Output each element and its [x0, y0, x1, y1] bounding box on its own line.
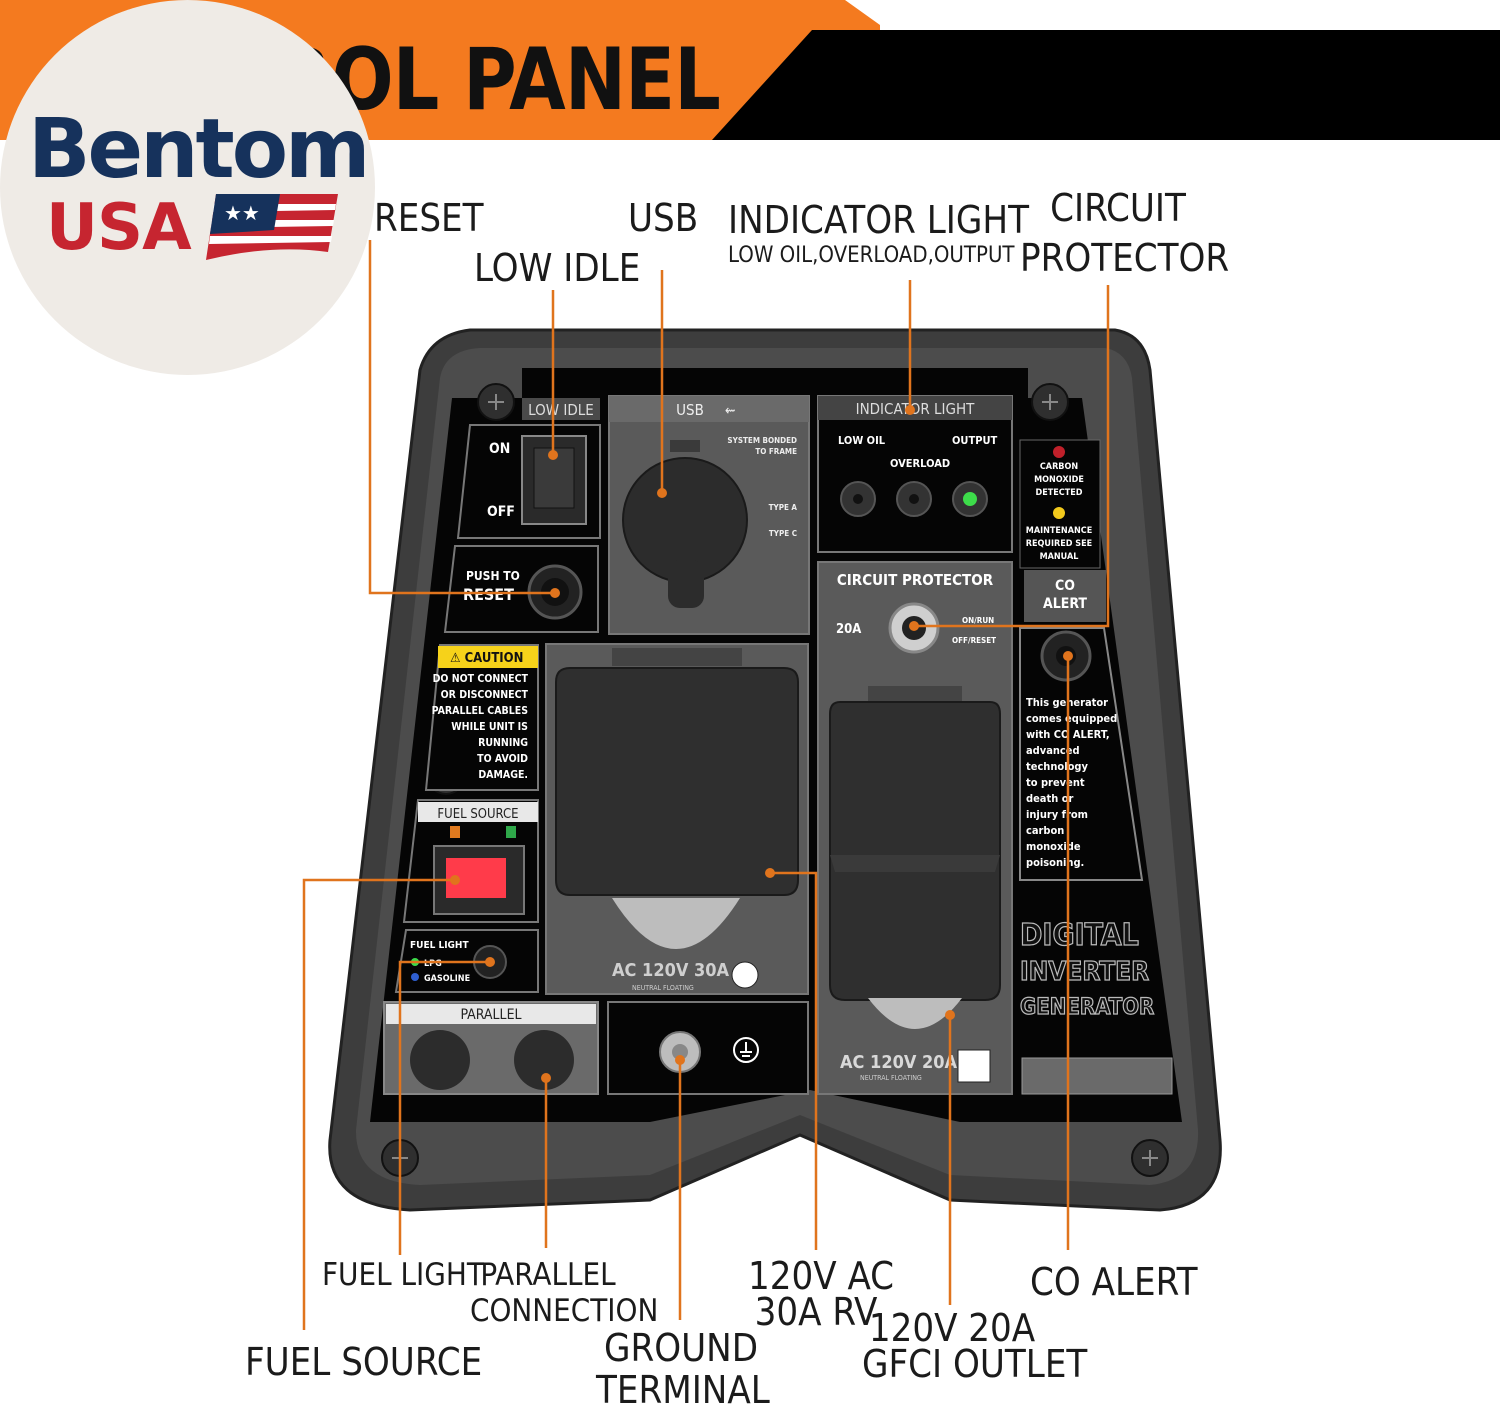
svg-text:PUSH TO: PUSH TO — [466, 569, 520, 583]
svg-text:OVERLOAD: OVERLOAD — [890, 457, 950, 470]
svg-text:OR DISCONNECT: OR DISCONNECT — [441, 689, 529, 701]
svg-text:RUNNING: RUNNING — [478, 737, 528, 749]
rv-receptacle-icon — [731, 961, 759, 989]
model-badge: DIGITAL INVERTER GENERATOR — [1019, 917, 1154, 1020]
usb-panel-label: USB — [676, 401, 704, 419]
callout-ac30-1: 120V AC — [748, 1254, 895, 1298]
callout-indicator-light: INDICATOR LIGHT — [728, 198, 1029, 242]
svg-text:DAMAGE.: DAMAGE. — [478, 769, 528, 781]
callout-ground-1: GROUND — [603, 1326, 759, 1370]
co-alert-description: This generator comes equipped with CO AL… — [1026, 696, 1117, 869]
svg-text:LPG: LPG — [424, 959, 442, 969]
callout-gfci-2: GFCI OUTLET — [862, 1342, 1088, 1386]
svg-text:comes equipped: comes equipped — [1026, 712, 1117, 725]
svg-text:TYPE A: TYPE A — [769, 503, 798, 512]
svg-text:DO NOT CONNECT: DO NOT CONNECT — [433, 673, 529, 685]
svg-text:monoxide: monoxide — [1026, 840, 1081, 853]
svg-text:AC 120V 30A: AC 120V 30A — [612, 960, 730, 981]
svg-text:ON: ON — [489, 441, 510, 457]
svg-text:OUTPUT: OUTPUT — [952, 434, 997, 447]
svg-text:ON/RUN: ON/RUN — [962, 616, 994, 625]
svg-text:LOW OIL: LOW OIL — [838, 434, 886, 447]
svg-text:TYPE C: TYPE C — [769, 529, 797, 538]
svg-text:TO AVOID: TO AVOID — [477, 753, 528, 765]
svg-text:GENERATOR: GENERATOR — [1020, 995, 1154, 1020]
svg-text:GASOLINE: GASOLINE — [424, 974, 470, 984]
parallel-port-right[interactable] — [514, 1030, 574, 1090]
callout-usb: USB — [628, 196, 699, 240]
parallel-panel-label: PARALLEL — [460, 1007, 521, 1023]
rv-outlet-cover[interactable] — [555, 667, 799, 896]
svg-text:to prevent: to prevent — [1026, 776, 1085, 789]
callout-indicator-light-sub: LOW OIL,OVERLOAD,OUTPUT — [728, 243, 1015, 268]
callout-fuel-light: FUEL LIGHT — [322, 1257, 484, 1293]
svg-text:WHILE UNIT IS: WHILE UNIT IS — [451, 721, 528, 733]
svg-text:AC 120V 20A: AC 120V 20A — [840, 1052, 958, 1073]
svg-text:OFF/RESET: OFF/RESET — [952, 636, 996, 645]
callout-circuit-protector-2: PROTECTOR — [1020, 236, 1230, 280]
svg-text:NEUTRAL FLOATING: NEUTRAL FLOATING — [860, 1074, 922, 1082]
svg-text:technology: technology — [1026, 760, 1088, 773]
svg-text:MANUAL: MANUAL — [1040, 552, 1079, 562]
svg-text:SYSTEM BONDED: SYSTEM BONDED — [727, 436, 797, 445]
svg-text:CO: CO — [1055, 578, 1075, 594]
indicator-light-panel-label: INDICATOR LIGHT — [856, 400, 976, 418]
svg-text:TO FRAME: TO FRAME — [755, 447, 797, 456]
gfci-receptacle-icon — [957, 1049, 991, 1083]
callout-parallel-2: CONNECTION — [470, 1293, 659, 1329]
ground-symbol-icon — [733, 1037, 759, 1063]
warning-icon: ⚠ — [450, 651, 461, 666]
usb-symbol-icon: ⇜ — [725, 403, 736, 419]
callout-reset: RESET — [374, 196, 484, 240]
svg-text:CARBON: CARBON — [1040, 462, 1078, 472]
svg-text:FUEL LIGHT: FUEL LIGHT — [410, 940, 469, 951]
svg-text:INVERTER: INVERTER — [1020, 957, 1149, 987]
svg-text:OFF: OFF — [487, 504, 515, 520]
svg-text:carbon: carbon — [1026, 824, 1064, 837]
callout-ac30-2: 30A RV — [754, 1290, 878, 1334]
svg-text:death or: death or — [1026, 792, 1073, 805]
svg-text:REQUIRED SEE: REQUIRED SEE — [1026, 539, 1092, 549]
svg-text:NEUTRAL FLOATING: NEUTRAL FLOATING — [632, 984, 694, 992]
svg-text:20A: 20A — [836, 622, 861, 637]
svg-text:injury from: injury from — [1026, 808, 1088, 821]
svg-text:RESET: RESET — [463, 585, 514, 604]
svg-text:MONOXIDE: MONOXIDE — [1034, 475, 1084, 485]
us-flag-icon: ★★ — [206, 194, 338, 260]
brand-logo-name: Bentom — [28, 102, 370, 197]
svg-text:DETECTED: DETECTED — [1035, 488, 1082, 498]
svg-text:ALERT: ALERT — [1043, 596, 1087, 612]
svg-text:PARALLEL CABLES: PARALLEL CABLES — [432, 705, 529, 717]
svg-text:★★: ★★ — [224, 201, 260, 225]
callout-circuit-protector-1: CIRCUIT — [1050, 186, 1186, 230]
callout-low-idle: LOW IDLE — [474, 246, 641, 290]
svg-text:DIGITAL: DIGITAL — [1020, 918, 1139, 953]
parallel-port-left[interactable] — [410, 1030, 470, 1090]
svg-text:MAINTENANCE: MAINTENANCE — [1026, 526, 1092, 536]
fuel-source-panel-label: FUEL SOURCE — [437, 807, 518, 822]
callout-fuel-source: FUEL SOURCE — [245, 1340, 483, 1384]
brand-logo-country: USA — [46, 191, 192, 265]
caution-label: CAUTION — [465, 651, 524, 666]
brand-logo-badge — [0, 0, 375, 375]
callout-parallel-1: PARALLEL — [480, 1257, 616, 1293]
callout-leader-lines — [302, 240, 1110, 1330]
callout-co-alert: CO ALERT — [1030, 1260, 1198, 1304]
callout-gfci-1: 120V 20A — [868, 1306, 1036, 1350]
gfci-outlet-cover[interactable] — [829, 701, 1001, 1001]
circuit-protector-panel-label: CIRCUIT PROTECTOR — [837, 571, 994, 589]
svg-text:poisoning.: poisoning. — [1026, 856, 1084, 869]
low-idle-panel-label: LOW IDLE — [528, 401, 594, 419]
caution-text: DO NOT CONNECT OR DISCONNECT PARALLEL CA… — [432, 673, 529, 781]
title-banner-black — [712, 30, 1500, 140]
callout-ground-2: TERMINAL — [596, 1368, 770, 1409]
svg-text:advanced: advanced — [1026, 744, 1080, 757]
